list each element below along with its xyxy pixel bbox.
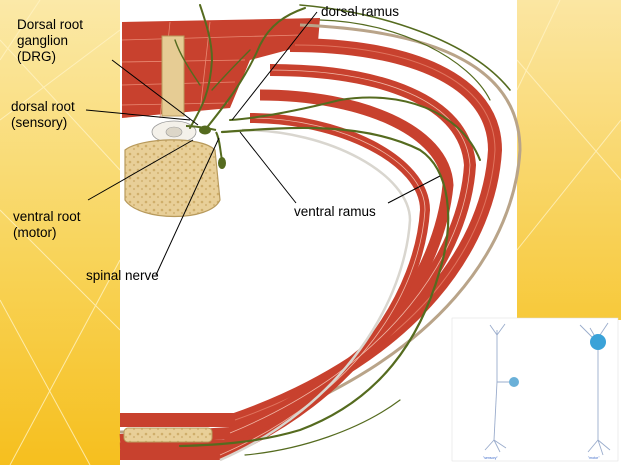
inset-caption-motor: "motor" — [588, 456, 599, 460]
neuron-inset — [452, 318, 618, 461]
label-ventral-root: ventral root (motor) — [13, 209, 81, 241]
label-dorsal-root-line2: (sensory) — [11, 115, 75, 131]
rib-end — [124, 428, 212, 442]
label-dorsal-ramus: dorsal ramus — [321, 4, 399, 20]
label-drg-line1: Dorsal root — [17, 17, 83, 33]
label-drg: Dorsal root ganglion (DRG) — [17, 17, 83, 65]
inset-caption-sensory: "sensory" — [483, 456, 498, 460]
label-dorsal-root-line1: dorsal root — [11, 99, 75, 115]
right-yellow-panel — [517, 0, 621, 320]
label-drg-line3: (DRG) — [17, 49, 83, 65]
label-spinal-nerve: spinal nerve — [86, 268, 159, 284]
label-drg-line2: ganglion — [17, 33, 83, 49]
label-dorsal-root: dorsal root (sensory) — [11, 99, 75, 131]
label-ventral-root-line2: (motor) — [13, 225, 81, 241]
label-ventral-root-line1: ventral root — [13, 209, 81, 225]
label-ventral-ramus: ventral ramus — [294, 204, 376, 220]
